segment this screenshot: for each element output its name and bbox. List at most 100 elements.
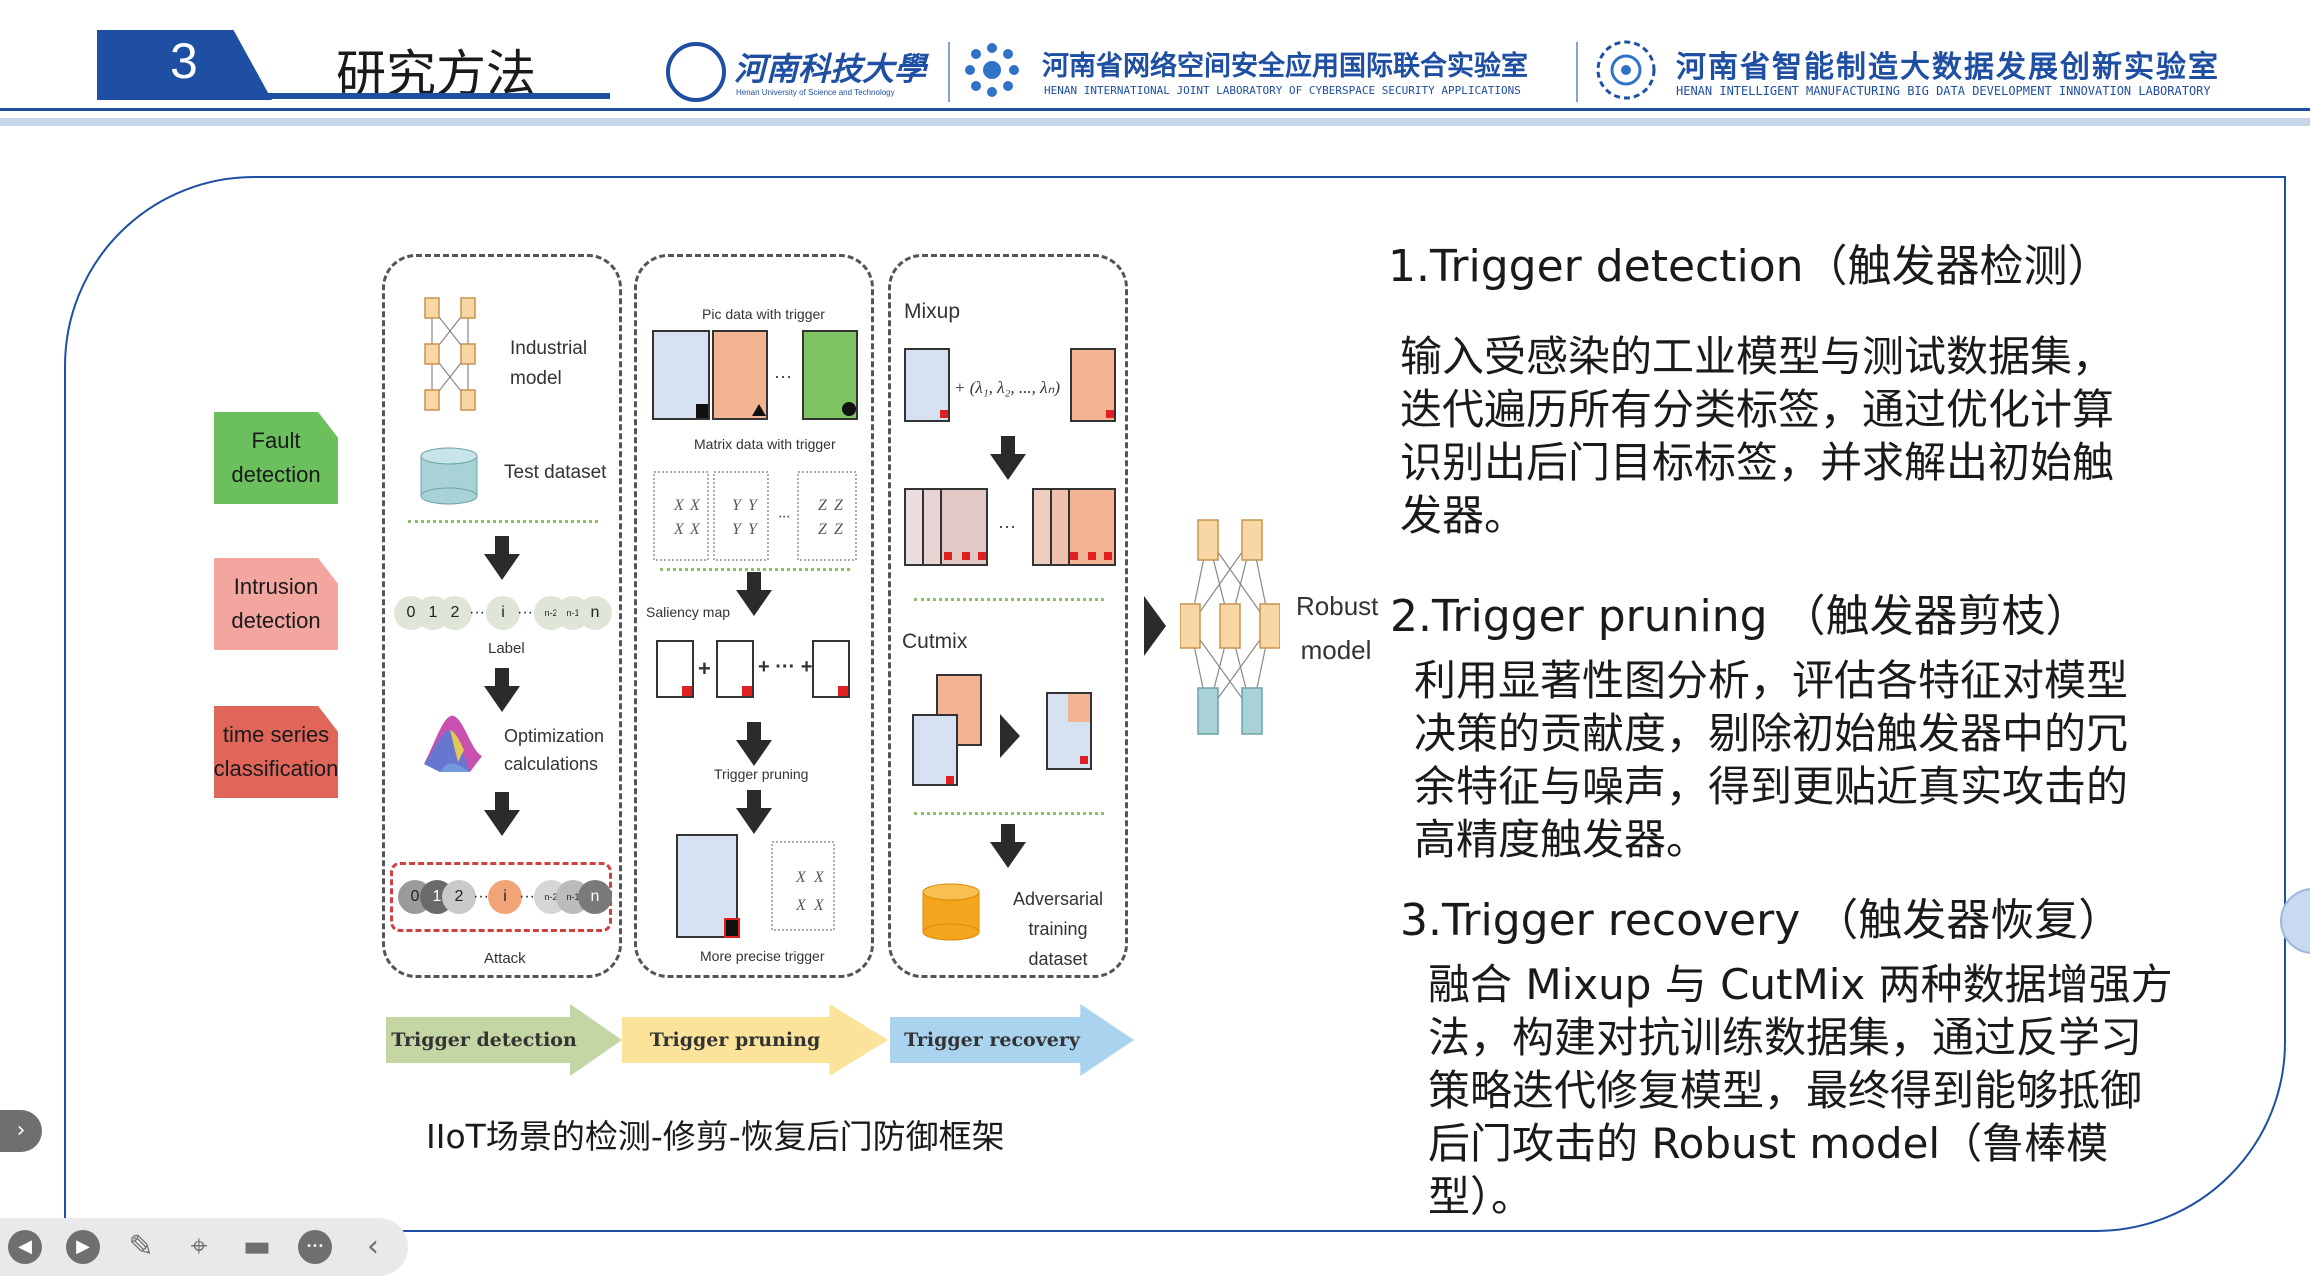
svg-text:X: X xyxy=(813,897,825,914)
screen-icon[interactable]: ▬ xyxy=(242,1229,272,1264)
mixup-dot xyxy=(1104,552,1112,560)
mixup-dot xyxy=(1088,552,1096,560)
mixup-dot xyxy=(962,552,970,560)
tag-time-series-classification: time series classification xyxy=(214,706,338,798)
stage-label: Trigger detection xyxy=(391,1029,577,1051)
logo-manufacturing-lab-name: 河南省智能制造大数据发展创新实验室 xyxy=(1676,50,2220,85)
arrow-down-icon xyxy=(736,572,772,616)
arrow-down-icon xyxy=(736,722,772,766)
svg-text:Z: Z xyxy=(834,497,844,514)
svg-text:Y: Y xyxy=(748,497,759,514)
mixup-image-blue xyxy=(904,348,950,422)
mixup-dot xyxy=(1070,552,1078,560)
dotted-divider xyxy=(914,812,1104,815)
label-node: ··· xyxy=(469,604,485,621)
svg-text:Z: Z xyxy=(818,521,828,538)
saliency-dot xyxy=(742,686,752,696)
mixup-dot xyxy=(940,410,948,418)
svg-text:Z: Z xyxy=(834,521,844,538)
slide-header: 3 研究方法 河南科技大學 Henan University of Scienc… xyxy=(0,0,2310,130)
logo-cyber-lab-en: HENAN INTERNATIONAL JOINT LABORATORY OF … xyxy=(1044,84,1521,97)
stage-label: Trigger recovery xyxy=(904,1029,1080,1051)
ellipsis-text: ··· xyxy=(774,366,792,386)
diagram-caption: IIoT场景的检测-修剪-恢复后门防御框架 xyxy=(426,1117,1005,1156)
logo-manufacturing-lab-en: HENAN INTELLIGENT MANUFACTURING BIG DATA… xyxy=(1676,84,2211,98)
label-node: 2 xyxy=(438,596,472,630)
section-body-trigger-recovery: 融合 Mixup 与 CutMix 两种数据增强方法，构建对抗训练数据集，通过反… xyxy=(1428,960,2173,1221)
tag-intrusion-detection: Intrusion detection xyxy=(214,558,338,650)
svg-text:X: X xyxy=(689,497,701,514)
optimization-surface-icon xyxy=(420,706,486,778)
saliency-square xyxy=(656,640,694,698)
svg-text:Y: Y xyxy=(748,521,759,538)
ellipsis-text: ··· xyxy=(998,516,1016,536)
cutmix-dot xyxy=(1080,756,1088,764)
attack-node: n xyxy=(578,880,612,914)
robust-model-label: Robust model xyxy=(1296,591,1379,665)
saliency-map-label: Saliency map xyxy=(646,604,731,620)
trigger-mark xyxy=(696,404,708,418)
cutmix-dot xyxy=(946,776,954,784)
arrow-down-icon xyxy=(990,824,1026,868)
title-underline xyxy=(97,93,610,99)
header-rule xyxy=(0,108,2310,111)
panel-trigger-recovery xyxy=(888,254,1128,978)
section-number: 3 xyxy=(170,33,198,89)
svg-text:X: X xyxy=(673,521,685,538)
section-body-trigger-pruning: 利用显著性图分析，评估各特征对模型决策的贡献度，剔除初始触发器中的冗余特征与噪声… xyxy=(1414,656,2129,864)
logo-cyber-lab-name: 河南省网络空间安全应用国际联合实验室 xyxy=(1042,51,1528,82)
logo-university-en: Henan University of Science and Technolo… xyxy=(736,88,895,97)
attack-node: ··· xyxy=(519,888,535,905)
cutmix-label: Cutmix xyxy=(902,630,968,653)
arrow-down-icon xyxy=(484,536,520,580)
cyber-lab-logo-icon xyxy=(962,40,1022,100)
arrow-down-icon xyxy=(736,790,772,834)
svg-text:Z: Z xyxy=(818,497,828,514)
trigger-image-green xyxy=(802,330,858,420)
dotted-divider xyxy=(408,520,598,523)
svg-text:···: ··· xyxy=(778,509,790,526)
tag-fault-detection: Fault detection xyxy=(214,412,338,504)
collapse-icon[interactable]: ‹ xyxy=(367,1229,379,1264)
svg-text:X: X xyxy=(673,497,685,514)
section-heading-trigger-pruning: 2.Trigger pruning （触发器剪枝） xyxy=(1390,591,2090,642)
adversarial-dataset-label: Adversarial training dataset xyxy=(1012,889,1104,969)
svg-text:X: X xyxy=(689,521,701,538)
svg-text:X: X xyxy=(813,869,825,886)
side-panel-toggle[interactable]: › xyxy=(0,1110,42,1152)
svg-text:Y: Y xyxy=(732,497,743,514)
arrow-down-icon xyxy=(990,436,1026,480)
label-caption: Label xyxy=(488,640,525,657)
mixup-label: Mixup xyxy=(904,300,961,323)
more-precise-trigger-label: More precise trigger xyxy=(700,948,825,964)
arrow-right-icon xyxy=(1144,596,1166,656)
header-rule-shadow xyxy=(0,118,2310,126)
attack-node: 2 xyxy=(442,880,476,914)
attack-caption: Attack xyxy=(484,950,526,967)
zoom-icon[interactable]: ⌖ xyxy=(190,1229,208,1264)
trigger-mark xyxy=(842,402,856,416)
mixup-dot xyxy=(1106,410,1114,418)
logo-divider xyxy=(1576,42,1578,102)
test-dataset-label: Test dataset xyxy=(504,462,607,483)
trigger-mark xyxy=(752,404,766,416)
more-icon[interactable]: ••• xyxy=(298,1230,332,1264)
mixup-image-orange xyxy=(1070,348,1116,422)
next-icon[interactable]: ▶ xyxy=(66,1230,100,1264)
svg-text:Y: Y xyxy=(732,521,743,538)
mixup-dot xyxy=(944,552,952,560)
arrow-right-icon xyxy=(1000,714,1020,758)
precise-trigger-mark xyxy=(724,918,740,938)
plus-dots: + ··· + xyxy=(758,656,813,678)
industrial-model-icon xyxy=(420,294,480,414)
pen-icon[interactable]: ✎ xyxy=(128,1229,154,1264)
prev-icon[interactable]: ◀ xyxy=(8,1230,42,1264)
dotted-divider xyxy=(660,568,850,571)
svg-text:X: X xyxy=(795,897,807,914)
mixup-dot xyxy=(978,552,986,560)
content-frame xyxy=(64,176,2286,1232)
trigger-pruning-label: Trigger pruning xyxy=(714,766,809,782)
label-node: n xyxy=(578,596,612,630)
